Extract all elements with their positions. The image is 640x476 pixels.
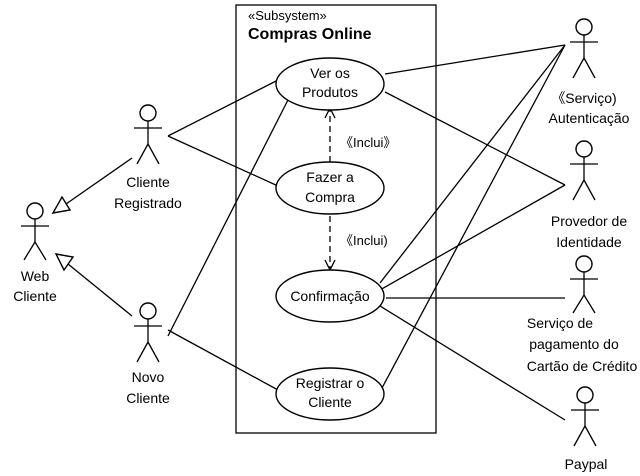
use-case-fazer-compra: Fazer a Compra [275, 161, 385, 215]
generalization-novo-line [67, 263, 133, 317]
include-dependencies: 《Inclui》 《Inclui) [324, 106, 396, 272]
actor-autenticacao-label-2: Autenticação [549, 110, 630, 126]
actor-paypal-label: Paypal [565, 456, 608, 472]
use-case-confirmacao-ellipse [275, 269, 385, 323]
actor-autenticacao-figure [570, 18, 598, 79]
actor-provedor-identidade-label-2: Identidade [556, 234, 622, 250]
actor-novo-cliente-label-1: Novo [132, 369, 165, 385]
actor-servico-pagamento-label-1: Serviço de [527, 315, 593, 331]
actor-cliente-registrado-figure [134, 104, 162, 165]
actor-servico-pagamento: Serviço de pagamento do Cartão de Crédit… [527, 255, 638, 374]
actor-novo-cliente-figure [134, 302, 162, 363]
assoc-novo-ver [167, 95, 291, 337]
use-case-confirmacao: Confirmação [275, 269, 385, 323]
assoc-ver-provedor [384, 91, 566, 186]
use-case-ver-produtos-line2: Produtos [302, 84, 358, 100]
use-case-registrar-cliente-line1: Registrar o [296, 375, 365, 391]
assoc-registrado-ver [167, 79, 279, 137]
use-case-ver-produtos-line1: Ver os [310, 65, 350, 81]
use-case-confirmacao-label: Confirmação [290, 288, 370, 304]
actor-web-cliente-figure [21, 202, 49, 261]
actor-paypal: Paypal [565, 386, 608, 472]
actor-web-cliente: Web Cliente [13, 202, 57, 304]
actor-novo-cliente-label-2: Cliente [126, 390, 170, 406]
actor-provedor-identidade: Provedor de Identidade [551, 140, 627, 250]
actor-autenticacao-label-1: 《Serviço) [551, 90, 616, 106]
assoc-novo-registrar [167, 329, 279, 391]
assoc-confirmacao-paypal [379, 305, 566, 421]
use-case-registrar-cliente: Registrar o Cliente [275, 367, 385, 421]
actor-novo-cliente: Novo Cliente [126, 302, 170, 406]
actor-servico-pagamento-label-3: Cartão de Crédito [527, 358, 638, 374]
actor-provedor-identidade-label-1: Provedor de [551, 213, 627, 229]
include-label-2: 《Inclui) [340, 233, 388, 248]
use-case-ver-produtos-ellipse [275, 57, 385, 111]
use-case-fazer-compra-line2: Compra [305, 189, 355, 205]
actor-web-cliente-label-1: Web [21, 268, 50, 284]
association-lines [167, 44, 566, 421]
generalization-registrado-arrowhead [51, 195, 72, 214]
subsystem-boundary [235, 4, 437, 434]
actor-servico-pagamento-figure [570, 255, 598, 314]
assoc-registrar-autenticacao [381, 44, 566, 389]
assoc-confirmacao-autenticacao [379, 44, 566, 284]
use-case-fazer-compra-ellipse [275, 161, 385, 215]
actor-autenticacao: 《Serviço) Autenticação [549, 18, 630, 126]
assoc-confirmacao-provedor [379, 184, 566, 291]
use-case-ver-produtos: Ver os Produtos [275, 57, 385, 111]
use-case-registrar-cliente-line2: Cliente [308, 394, 352, 410]
actor-cliente-registrado: Cliente Registrado [114, 104, 182, 211]
assoc-ver-autenticacao [384, 44, 566, 75]
assoc-registrado-fazer [167, 135, 279, 187]
generalization-novo-arrowhead [54, 253, 75, 272]
actor-provedor-identidade-figure [570, 140, 598, 201]
use-case-registrar-cliente-ellipse [275, 367, 385, 421]
subsystem-stereotype: «Subsystem» [248, 8, 327, 23]
use-case-fazer-compra-line1: Fazer a [306, 169, 354, 185]
actor-cliente-registrado-label-1: Cliente [126, 174, 170, 190]
generalization-arrows [51, 157, 133, 317]
generalization-registrado-line [65, 157, 133, 205]
actor-web-cliente-label-2: Cliente [13, 288, 57, 304]
subsystem-title: Compras Online [248, 26, 372, 43]
include-label-1: 《Inclui》 [340, 135, 396, 150]
actor-paypal-figure [571, 386, 599, 447]
actor-servico-pagamento-label-2: pagamento do [529, 336, 619, 352]
actor-cliente-registrado-label-2: Registrado [114, 195, 182, 211]
